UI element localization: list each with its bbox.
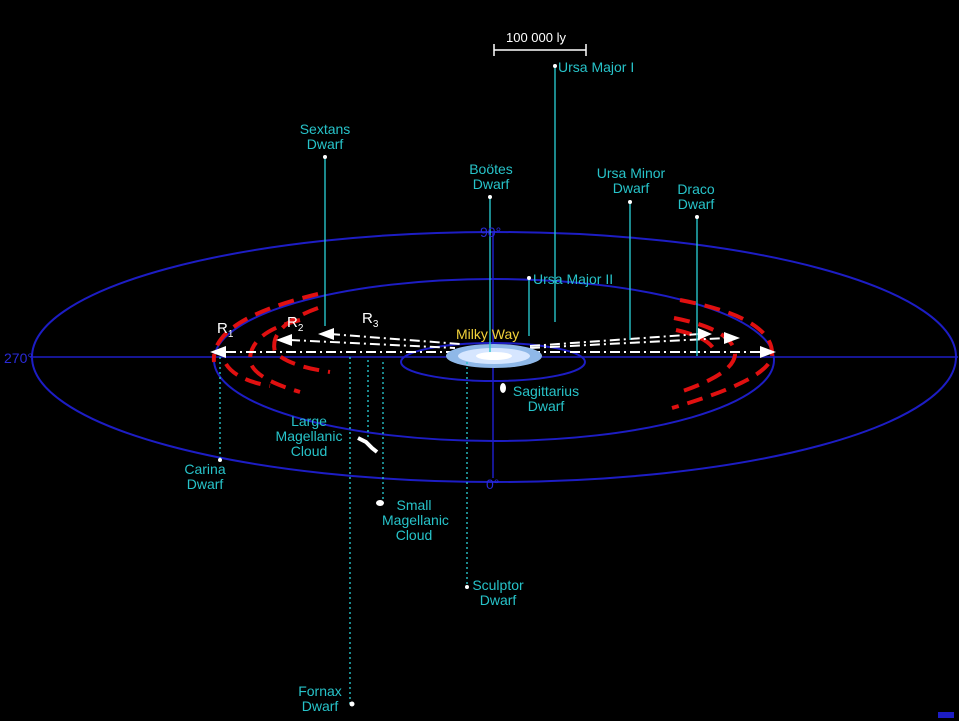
zone-arcs-right (671, 298, 775, 410)
dotted-leaders (219, 357, 468, 704)
ursa-major-1-label: Ursa Major I (558, 59, 635, 75)
scale-bar (493, 44, 587, 56)
milky-way-label: Milky Way (456, 326, 520, 342)
leader-lines (324, 66, 698, 356)
arrow-heads (210, 328, 776, 358)
zone-arcs-left (211, 292, 331, 394)
angle-90-label: 90° (480, 224, 502, 240)
radius-label-r1: R1 (217, 320, 234, 340)
radius-label-r3: R3 (362, 310, 379, 330)
radius-arrows (226, 333, 762, 353)
scale-label: 100 000 ly (506, 30, 566, 45)
outer-orbit (31, 231, 957, 483)
inner-orbit (400, 342, 586, 382)
ursa-major-2-label: Ursa Major II (533, 271, 614, 287)
angle-270-label: 270° (4, 350, 33, 366)
milky-way-disk (446, 344, 542, 368)
corner-mark (938, 712, 954, 718)
angle-0-label: 0° (486, 476, 500, 492)
radius-label-r2: R2 (287, 314, 304, 334)
galaxy-markers (218, 64, 699, 707)
